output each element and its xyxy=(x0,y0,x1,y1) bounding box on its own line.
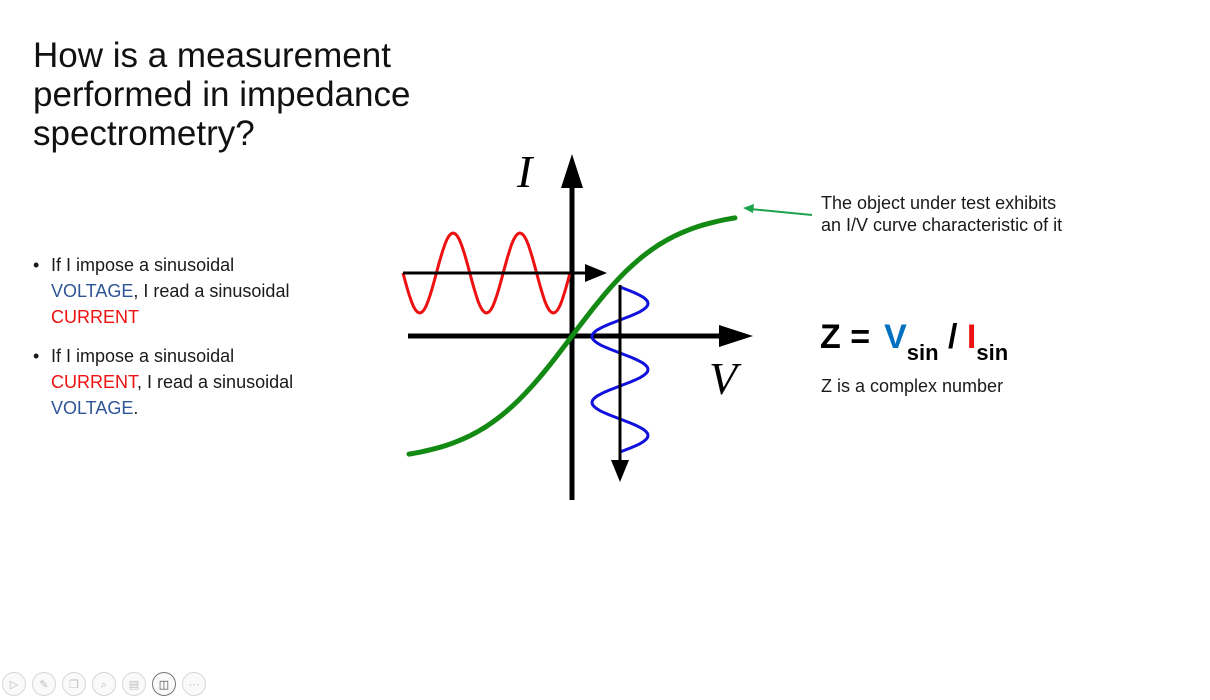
camera-icon[interactable]: ◫ xyxy=(152,672,176,696)
current-keyword: CURRENT xyxy=(51,307,139,327)
bullet-text-line: CURRENT, I read a sinusoidal xyxy=(51,369,330,395)
bullet-text-line: CURRENT xyxy=(51,304,330,330)
complex-number-note: Z is a complex number xyxy=(821,376,1004,396)
voltage-arrowhead xyxy=(585,264,607,282)
bullet-text-line: VOLTAGE, I read a sinusoidal xyxy=(51,278,330,304)
impedance-formula: Z = Vsin / Isin xyxy=(820,318,1008,366)
bullet-marker: • xyxy=(33,346,40,366)
bullet-item: • If I impose a sinusoidal VOLTAGE, I re… xyxy=(30,252,330,330)
more-icon[interactable]: ⋯ xyxy=(182,672,206,696)
formula-current-subscript: sin xyxy=(976,340,1009,365)
current-sine-wave xyxy=(590,285,650,454)
curve-annotation: The object under test exhibits an I/V cu… xyxy=(821,192,1062,236)
bullet-text: , I read a sinusoidal xyxy=(137,372,294,392)
bullet-text: . xyxy=(133,398,139,418)
subtitles-icon[interactable]: ▤ xyxy=(122,672,146,696)
title-line: performed in impedance xyxy=(33,75,411,114)
voltage-keyword: VOLTAGE xyxy=(51,398,134,418)
formula-current: I xyxy=(966,318,977,356)
slide-title: How is a measurement performed in impeda… xyxy=(33,36,413,153)
voltage-sine-wave xyxy=(401,231,572,315)
pen-icon[interactable]: ✎ xyxy=(32,672,56,696)
iv-curve xyxy=(406,215,738,457)
formula-divide: / xyxy=(948,318,958,356)
annotation-line: The object under test exhibits xyxy=(821,193,1057,213)
current-keyword: CURRENT xyxy=(51,372,138,392)
iv-diagram: I V xyxy=(401,146,753,500)
slides-icon[interactable]: ❐ xyxy=(62,672,86,696)
bullet-marker: • xyxy=(33,255,40,275)
bullet-text-line: VOLTAGE. xyxy=(51,395,330,421)
title-line: spectrometry? xyxy=(33,114,255,153)
formula-voltage-subscript: sin xyxy=(906,340,939,365)
play-icon[interactable]: ▷ xyxy=(2,672,26,696)
bullet-text: If I impose a sinusoidal xyxy=(51,346,235,366)
bullet-text: , I read a sinusoidal xyxy=(133,281,290,301)
y-axis-arrowhead xyxy=(561,154,583,188)
x-axis-arrowhead xyxy=(719,325,753,347)
bullet-text: If I impose a sinusoidal xyxy=(51,255,235,275)
zoom-icon[interactable]: ⌕ xyxy=(92,672,116,696)
current-arrowhead xyxy=(611,460,629,482)
voltage-keyword: VOLTAGE xyxy=(51,281,134,301)
pointer-arrow xyxy=(743,204,813,216)
formula-voltage: V xyxy=(884,318,907,356)
presentation-toolbar: ▷ ✎ ❐ ⌕ ▤ ◫ ⋯ xyxy=(2,671,206,697)
formula-lhs: Z = xyxy=(820,318,871,356)
bullet-item: • If I impose a sinusoidal CURRENT, I re… xyxy=(30,343,330,421)
title-line: How is a measurement xyxy=(33,36,391,75)
annotation-line: an I/V curve characteristic of it xyxy=(821,215,1063,235)
x-axis-label: V xyxy=(709,353,742,404)
y-axis-label: I xyxy=(516,146,535,197)
bullet-list: • If I impose a sinusoidal VOLTAGE, I re… xyxy=(30,252,330,434)
